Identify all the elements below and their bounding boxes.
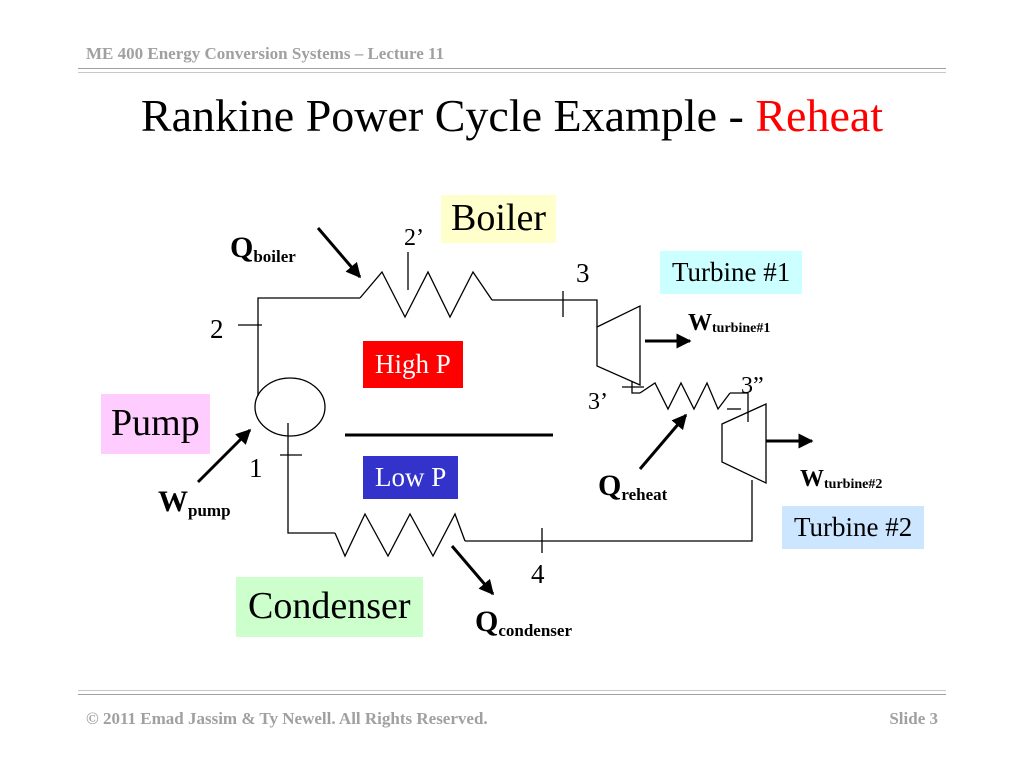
footer-rule-secondary — [78, 694, 946, 695]
turbine2-label: Turbine #2 — [782, 506, 925, 550]
w-pump-sub: pump — [188, 501, 231, 520]
q-boiler-label: Qboiler — [230, 231, 296, 266]
q-condenser-arrow — [450, 545, 495, 596]
w-turbine2-base: W — [800, 466, 824, 492]
pipe-boiler-to-turbine1 — [492, 299, 598, 327]
w-turbine1-label: Wturbine#1 — [688, 310, 771, 336]
w-pump-base: W — [158, 485, 188, 518]
w-turbine2-label: Wturbine#2 — [800, 466, 883, 492]
q-condenser-base: Q — [475, 605, 499, 638]
w-pump-label: Wpump — [158, 485, 231, 520]
state-3-label: 3 — [576, 258, 590, 288]
w-turbine1-base: W — [688, 310, 712, 336]
copyright-notice: © 2011 Emad Jassim & Ty Newell. All Righ… — [86, 709, 488, 728]
q-condenser-sub: condenser — [498, 621, 573, 640]
q-condenser-label: Qcondenser — [475, 605, 573, 640]
slide-title: Rankine Power Cycle Example - Reheat — [0, 89, 1024, 142]
state-2-label: 2 — [210, 314, 224, 344]
state-1-label: 1 — [249, 453, 263, 483]
state-3prime-label: 3’ — [588, 389, 608, 415]
turbine1-shape — [596, 304, 641, 386]
header-rule-secondary — [78, 72, 946, 73]
pump-label: Pump — [101, 394, 210, 454]
w-turbine2-sub: turbine#2 — [824, 477, 883, 492]
turbine2-shape — [721, 402, 767, 485]
pipe-pump-to-boiler — [257, 297, 360, 396]
q-reheat-sub: reheat — [621, 485, 668, 504]
state-2prime-label: 2’ — [404, 225, 424, 251]
pipe-turbine2-to-condenser — [465, 480, 753, 542]
q-reheat-base: Q — [598, 469, 622, 502]
slide-title-main: Rankine Power Cycle Example - — [140, 90, 756, 141]
pipe-turbine1-to-reheat — [631, 382, 640, 394]
q-boiler-arrow — [316, 227, 362, 279]
turbine1-label: Turbine #1 — [660, 251, 803, 295]
boiler-label: Boiler — [441, 195, 556, 243]
high-pressure-badge: High P — [363, 341, 463, 389]
pump-shape — [254, 377, 326, 437]
slide-title-accent: Reheat — [755, 90, 884, 141]
header-rule — [78, 68, 946, 69]
reheat-coil — [639, 381, 731, 411]
q-reheat-label: Qreheat — [598, 469, 668, 504]
q-boiler-sub: boiler — [253, 247, 296, 266]
low-pressure-badge: Low P — [363, 456, 459, 500]
state-3dprime-label: 3” — [741, 373, 764, 399]
w-turbine1-sub: turbine#1 — [712, 321, 771, 336]
boiler-heater-coil — [359, 270, 493, 319]
state-4-label: 4 — [531, 559, 545, 589]
w-pump-arrow — [196, 428, 252, 484]
pipe-condenser-to-pump — [287, 423, 335, 534]
slide-number: Slide 3 — [889, 709, 938, 728]
q-boiler-base: Q — [230, 231, 254, 264]
q-reheat-arrow — [638, 413, 688, 470]
condenser-label: Condenser — [236, 577, 423, 637]
condenser-coil — [334, 512, 466, 558]
lecture-header: ME 400 Energy Conversion Systems – Lectu… — [86, 44, 445, 63]
footer-rule — [78, 690, 946, 691]
